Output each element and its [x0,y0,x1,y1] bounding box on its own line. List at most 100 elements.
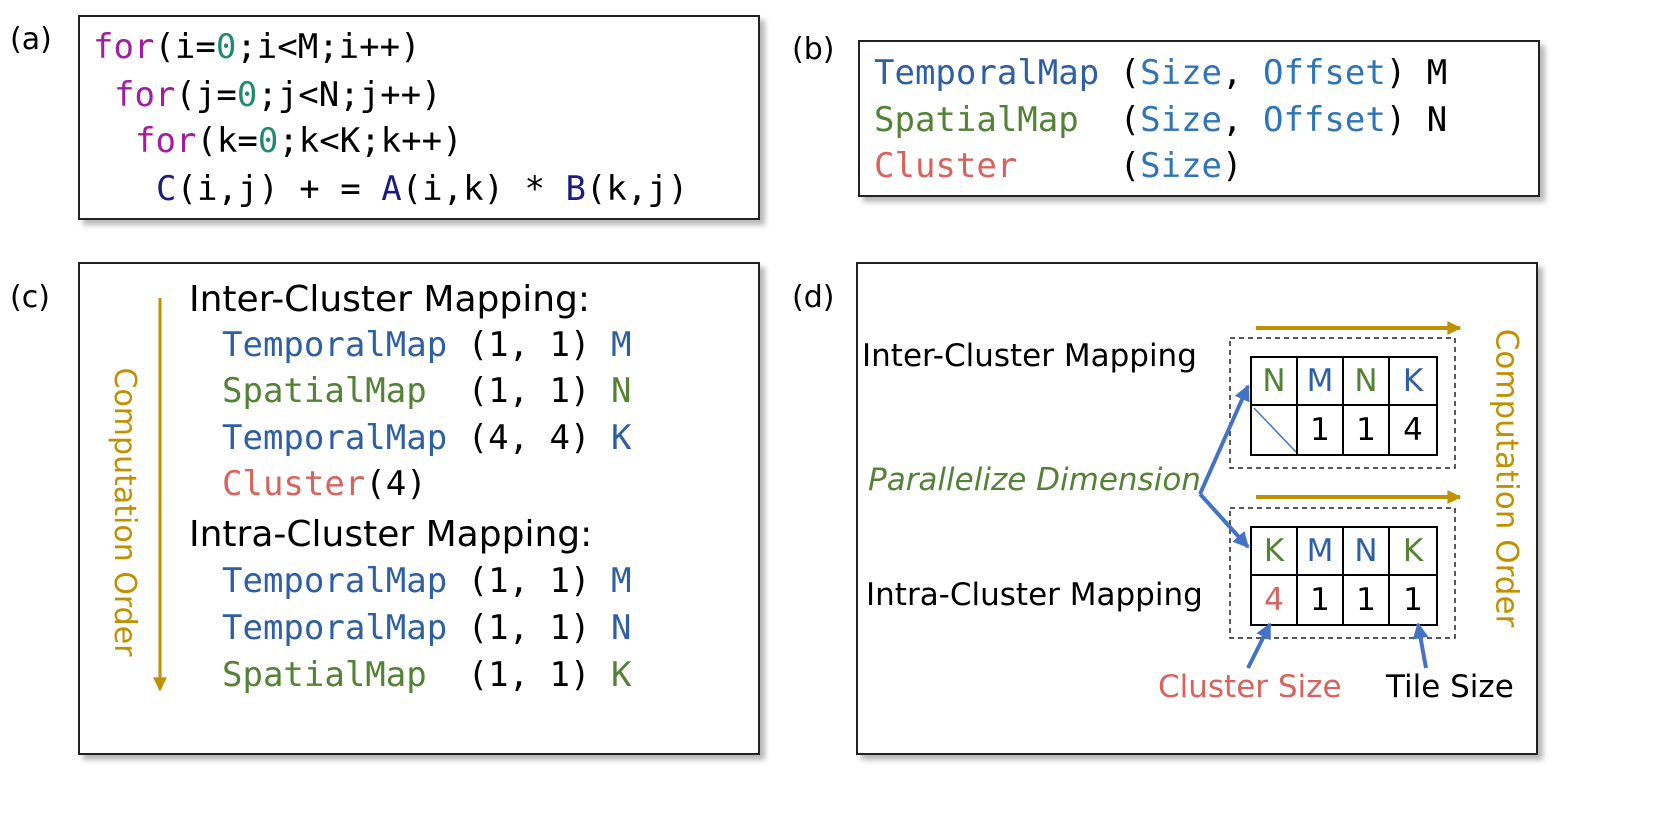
code-token: TemporalMap [222,561,448,601]
cluster-size-label: Cluster Size [1158,669,1342,705]
code-token: (4) [365,464,427,504]
panel-label-a: (a) [10,22,52,57]
panel-a-box [78,15,760,220]
code-token: SpatialMap [222,655,427,695]
code-token: ;k<K;k++) [278,121,463,161]
code-token: (1, 1) [426,371,611,411]
code-token: TemporalMap [874,53,1100,93]
intra-mapping-line-3: SpatialMap (1, 1) K [222,658,631,692]
code-token: (4, 4) [447,418,611,458]
syntax-temporalmap-line: TemporalMap (Size, Offset) M [874,56,1447,90]
inter-cluster-title: Inter-Cluster Mapping: [189,279,591,320]
intra-dashed-frame [1229,507,1456,639]
panel-label-c: (c) [10,280,50,315]
code-token: K [610,418,632,458]
code-token: ( [1017,146,1141,186]
table-value-cell: 1 [1298,406,1344,454]
table-value-cell: 1 [1344,576,1390,624]
intra-cluster-label-d: Intra-Cluster Mapping [866,577,1203,613]
inter-mapping-line-3: TemporalMap (4, 4) K [222,421,631,455]
table-header-cell: M [1298,528,1344,576]
table-value-cell: 1 [1403,582,1423,618]
empty-cell-slash [1253,407,1297,453]
code-token: 0 [215,27,237,67]
code-token: B [565,169,586,209]
loop-line-k: for(k=0;k<K;k++) [135,124,463,158]
table-header-cell: N [1344,358,1390,406]
code-token: for [114,75,176,115]
code-token: (i,k) * [401,169,566,209]
table-header-cell: K [1390,358,1436,406]
code-token: Size [1140,100,1223,140]
code-token: ) N [1385,100,1448,140]
code-token: K [610,655,632,695]
code-token: Offset [1262,53,1386,93]
intra-mapping-line-1: TemporalMap (1, 1) M [222,564,631,598]
table-header-cell: M [1298,358,1344,406]
code-token: A [381,169,402,209]
code-token: 0 [236,75,258,115]
code-token: ( [1078,100,1141,140]
table-header-cell: K [1252,528,1298,576]
table-value-cell: 4 [1252,576,1298,624]
intra-cluster-title: Intra-Cluster Mapping: [189,514,593,555]
table-value-cell [1252,406,1298,454]
inter-cluster-label-d: Inter-Cluster Mapping [862,338,1197,374]
syntax-spatialmap-line: SpatialMap (Size, Offset) N [874,103,1447,137]
code-token: TemporalMap [222,325,448,365]
inter-mapping-line-1: TemporalMap (1, 1) M [222,328,631,362]
panel-label-b: (b) [792,32,835,67]
code-token: (1, 1) [447,608,611,648]
table-header-cell: N [1344,528,1390,576]
code-token: for [93,27,155,67]
code-token: SpatialMap [222,371,427,411]
code-token: (1, 1) [426,655,611,695]
code-token: ( [1099,53,1141,93]
code-token: M [610,561,632,601]
table-value-cell: 1 [1344,406,1390,454]
inter-mapping-line-2: SpatialMap (1, 1) N [222,374,631,408]
code-token: , [1222,53,1263,93]
code-token: M [610,325,632,365]
code-token: N [610,371,632,411]
code-token: TemporalMap [222,418,448,458]
code-token: for [135,121,197,161]
table-header-cell: K [1390,528,1436,576]
code-token: TemporalMap [222,608,448,648]
table-value-cell: 4 [1403,412,1423,448]
code-token: ;j<N;j++) [257,75,442,115]
code-token: N [610,608,632,648]
code-token: (1, 1) [447,561,611,601]
parallelize-arrow-intra [1198,492,1250,549]
panel-b-box [858,40,1540,197]
code-token: Size [1140,146,1223,186]
code-token: C [156,169,177,209]
parallelize-dimension-label: Parallelize Dimension [868,462,1201,498]
loop-body-line: C(i,j) + = A(i,k) * B(k,j) [156,172,688,206]
panel-c-box [78,262,760,755]
code-token: (j= [175,75,237,115]
parallelize-arrow-inter [1198,384,1250,495]
code-token: (k,j) [585,169,689,209]
loop-line-i: for(i=0;i<M;i++) [93,30,421,64]
syntax-cluster-line: Cluster (Size) [874,149,1243,183]
code-token: Cluster [222,464,366,504]
code-token: Cluster [874,146,1018,186]
panel-d-box [856,262,1538,755]
intra-mapping-line-2: TemporalMap (1, 1) N [222,611,631,645]
code-token: (i= [154,27,216,67]
code-token: ) M [1385,53,1448,93]
code-token: Size [1140,53,1223,93]
table-header-cell: N [1252,358,1298,406]
tile-size-arrow [1412,622,1429,669]
code-token: , [1222,100,1263,140]
code-token: ) [1222,146,1243,186]
panel-label-d: (d) [792,280,835,315]
code-token: SpatialMap [874,100,1079,140]
code-token: ;i<M;i++) [236,27,421,67]
code-token: (1, 1) [447,325,611,365]
code-token: Offset [1262,100,1386,140]
